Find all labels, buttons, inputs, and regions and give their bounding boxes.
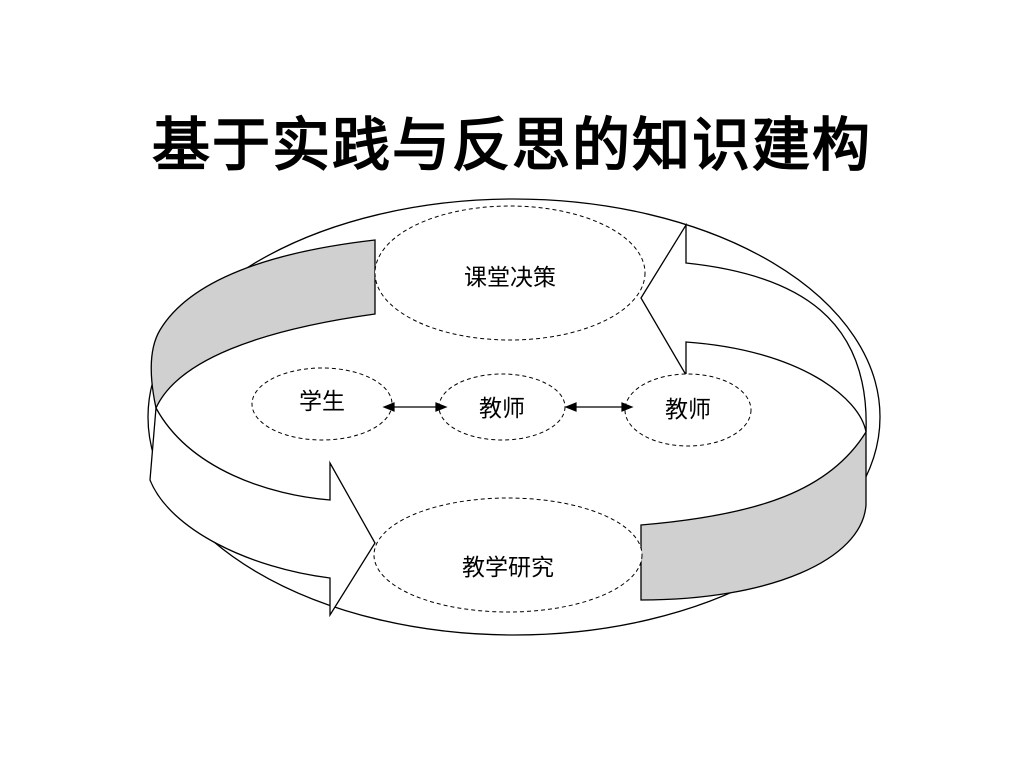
left-arrow-band [149, 405, 376, 618]
node-right-label: 教师 [665, 397, 711, 423]
node-center-label: 教师 [479, 396, 525, 422]
right-band-bottom-face [640, 429, 867, 601]
arrow-center-right [564, 402, 634, 412]
left-band-top-face [150, 239, 376, 411]
node-bottom-ellipse [373, 497, 643, 613]
node-top-label: 课堂决策 [464, 265, 556, 291]
outer-ellipse [147, 198, 881, 636]
node-top-ellipse [374, 205, 646, 341]
node-left-label: 学生 [299, 389, 345, 415]
arrow-left-center [382, 402, 448, 412]
node-right-ellipse [624, 373, 752, 447]
page-title: 基于实践与反思的知识建构 [151, 111, 872, 179]
node-bottom-label: 教学研究 [462, 555, 554, 581]
